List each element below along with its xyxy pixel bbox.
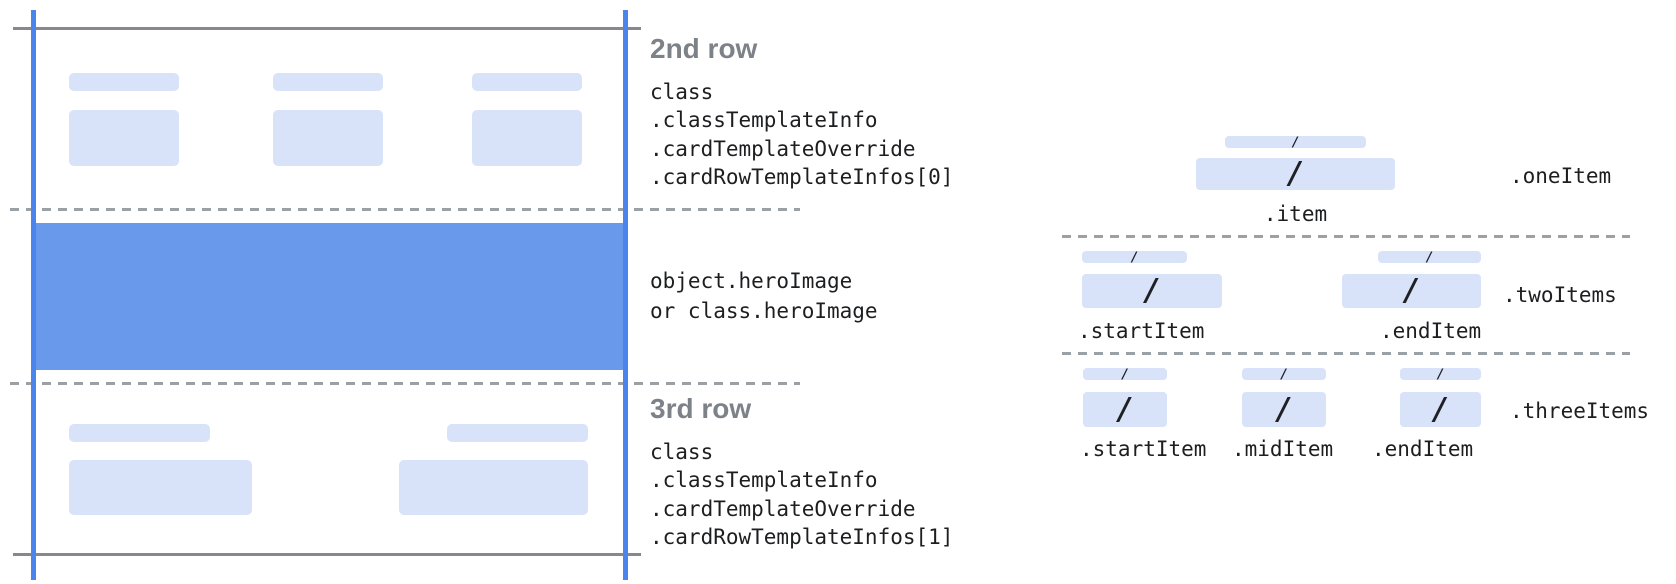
threeitems-enditem-caption: .endItem [1372,437,1474,461]
threeitems-enditem-value-bar: / [1400,392,1481,427]
card-top-border-line [13,27,641,30]
hero-code-line2: or class.heroImage [650,299,878,323]
image-placeholder-slash-icon: / [1436,366,1445,382]
row2-code-line2: .classTemplateInfo [650,108,878,132]
row2-code-line4: .cardRowTemplateInfos[0] [650,165,954,189]
image-placeholder-slash-icon: / [1115,391,1135,427]
twoitems-enditem-label-bar: / [1378,249,1481,265]
threeitems-row-label: .threeItems [1510,399,1650,423]
hero-row3-divider-dashed-line [10,382,800,385]
threeitems-startitem-caption: .startItem [1080,437,1207,461]
twoitems-threeitems-divider-dashed-line [1062,352,1630,355]
twoitems-enditem-value-bar: / [1342,274,1481,308]
twoitems-row-label: .twoItems [1503,283,1617,307]
row3-code-line1: class [650,440,714,464]
twoitems-enditem-caption: .endItem [1380,319,1482,343]
image-placeholder-slash-icon: / [1280,366,1288,382]
row3-end-label-placeholder [447,424,588,442]
row2-heading: 2nd row [650,33,758,64]
row2-item1-label-placeholder [69,73,179,91]
image-placeholder-slash-icon: / [1291,134,1300,150]
image-placeholder-slash-icon: / [1130,249,1139,265]
row2-hero-divider-dashed-line [10,208,800,211]
row2-code-line3: .cardTemplateOverride [650,137,916,161]
card-right-edge-guide-line [623,10,628,580]
oneitem-twoitems-divider-dashed-line [1062,235,1630,238]
image-placeholder-slash-icon: / [1286,156,1305,191]
row2-code-line1: class [650,80,714,104]
row2-item2-label-placeholder [273,73,383,91]
hero-code-line1: object.heroImage [650,269,853,293]
row2-item2-value-placeholder [273,110,383,166]
oneitem-item-label-bar: / [1225,134,1366,150]
row3-start-label-placeholder [69,424,210,442]
row2-item3-value-placeholder [472,110,582,166]
row3-code-line2: .classTemplateInfo [650,468,878,492]
row3-end-value-placeholder [399,460,588,515]
twoitems-startitem-caption: .startItem [1078,319,1205,343]
image-placeholder-slash-icon: / [1431,391,1450,427]
image-placeholder-slash-icon: / [1274,391,1294,427]
threeitems-miditem-value-bar: / [1242,392,1326,427]
row3-code-line4: .cardRowTemplateInfos[1] [650,525,954,549]
threeitems-enditem-label-bar: / [1400,366,1481,382]
card-bottom-border-line [13,553,641,556]
threeitems-miditem-label-bar: / [1242,366,1326,382]
threeitems-startitem-value-bar: / [1083,392,1167,427]
image-placeholder-slash-icon: / [1142,273,1162,308]
row2-item3-label-placeholder [472,73,582,91]
oneitem-row-label: .oneItem [1510,164,1612,188]
twoitems-startitem-label-bar: / [1082,249,1187,265]
row3-code-line3: .cardTemplateOverride [650,497,916,521]
threeitems-startitem-label-bar: / [1083,366,1167,382]
oneitem-item-value-bar: / [1196,158,1395,190]
image-placeholder-slash-icon: / [1425,249,1434,265]
row2-item1-value-placeholder [69,110,179,166]
image-placeholder-slash-icon: / [1121,366,1129,382]
twoitems-startitem-value-bar: / [1082,274,1222,308]
oneitem-item-caption: .item [1263,202,1328,226]
hero-image-band [31,223,628,370]
row3-start-value-placeholder [69,460,252,515]
card-left-edge-guide-line [31,10,36,580]
image-placeholder-slash-icon: / [1402,273,1421,308]
row3-heading: 3rd row [650,393,752,424]
threeitems-miditem-caption: .midItem [1232,437,1334,461]
